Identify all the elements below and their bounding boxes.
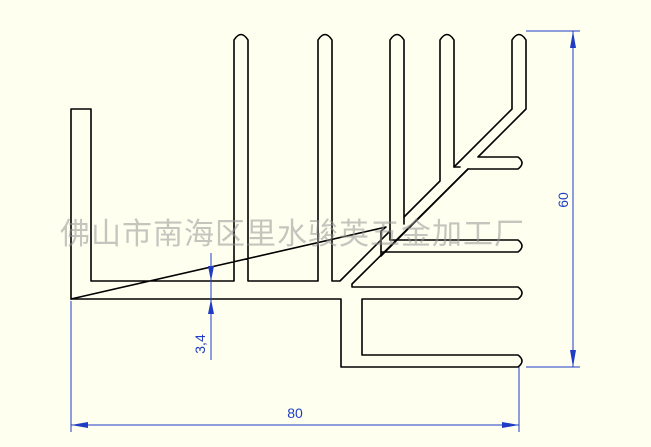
dimension-height-label: 60: [555, 192, 571, 208]
watermark-text: 佛山市南海区里水骏英五金加工厂: [60, 217, 525, 252]
arrow-up-icon: [208, 299, 214, 314]
dimension-thickness-label: 3,4: [192, 334, 208, 354]
profile-base: [70, 168, 523, 368]
dimension-width-label: 80: [287, 405, 303, 421]
arrow-top-icon: [570, 31, 576, 48]
arrow-bottom-icon: [570, 350, 576, 367]
arrow-left-icon: [71, 422, 88, 428]
dimension-width: 80: [70, 301, 520, 432]
dimension-thickness: 3,4: [192, 253, 214, 360]
heatsink-profile: [70, 33, 527, 368]
arrow-down-icon: [208, 266, 214, 281]
profile-branch-fins: [381, 166, 523, 253]
arrow-right-icon: [502, 422, 519, 428]
dimension-height: 60: [526, 30, 580, 368]
